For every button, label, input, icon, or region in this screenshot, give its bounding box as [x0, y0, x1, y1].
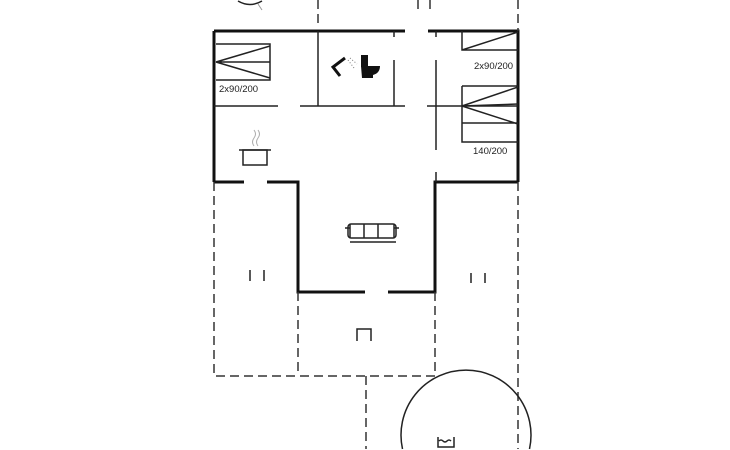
bed-right-bottom — [461, 85, 519, 143]
bed-left-label: 2x90/200 — [219, 84, 258, 95]
bed-right-top-label: 2x90/200 — [474, 61, 513, 72]
interior-walls — [214, 31, 518, 182]
sofa-icon — [345, 223, 399, 243]
terrace-furniture-left — [249, 270, 265, 281]
toilet-icon — [361, 55, 380, 78]
hot-tub — [400, 369, 532, 450]
terrace-furniture-right — [470, 273, 486, 283]
table-icon — [356, 328, 372, 341]
bed-left — [215, 43, 271, 81]
bed-right-top — [461, 31, 519, 51]
shower-icon — [330, 56, 358, 77]
terrace-outlines — [213, 0, 519, 449]
sun-icon — [237, 0, 263, 11]
bed-right-bottom-label: 140/200 — [473, 146, 507, 157]
cooking-pot-icon — [239, 129, 271, 166]
